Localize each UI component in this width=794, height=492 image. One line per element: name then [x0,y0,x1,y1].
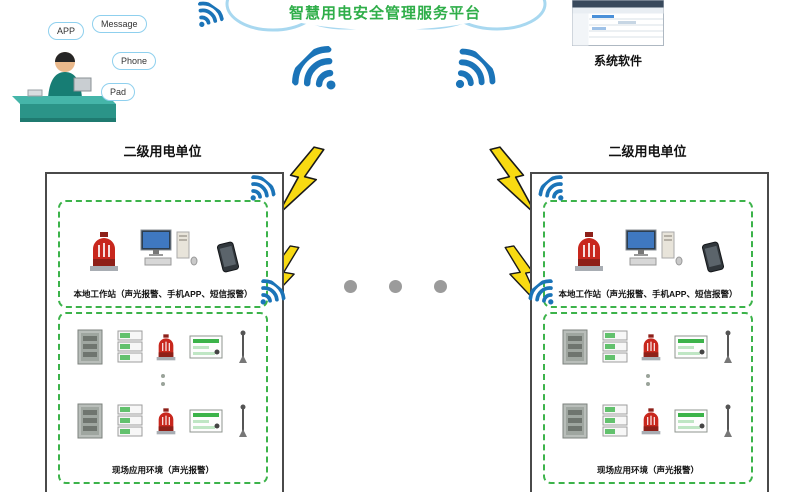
antenna-icon [723,404,732,437]
row-ellipsis [545,372,751,388]
software-screenshot [572,0,664,46]
module-stack-icon [602,404,628,437]
wifi-icon [535,171,575,210]
platform-cloud: 智慧用电安全管理服务平台 [215,0,555,42]
siren-icon [90,232,118,271]
bubble-pad: Pad [101,83,136,101]
lightning-icon [487,141,539,225]
computer-icon [140,229,198,266]
controller-icon [674,409,708,433]
software-label: 系统软件 [593,54,642,68]
secondary-unit: 本地工作站（声光报警、手机APP、短信报警） [528,171,769,492]
siren-icon [156,334,176,361]
device-row [545,396,751,446]
controller-icon [189,335,223,359]
cloud-shape [225,0,547,32]
workstation-icons [60,212,266,273]
bubble-message: Message [92,15,147,33]
controller-icon [674,335,708,359]
controller-icon [189,409,223,433]
field-zone: 现场应用环境（声光报警） [543,312,753,484]
antenna-icon [238,404,247,437]
operator-illustration [8,32,118,132]
device-row [60,322,266,372]
wifi-icon [439,43,501,105]
antenna-icon [723,330,732,363]
phone-icon [216,241,240,273]
workstation-icons [545,212,751,273]
wifi-icon [249,275,289,314]
secondary-unit: 本地工作站（声光报警、手机APP、短信报警） [45,171,286,492]
bubble-app: APP [48,22,85,40]
module-stack-icon [117,404,143,437]
bubble-phone: Phone [112,52,157,70]
field-caption: 现场应用环境（声光报警） [111,465,214,475]
cabinet-icon [562,329,588,365]
platform-title: 智慧用电安全管理服务平台 [288,5,481,22]
row-ellipsis [60,372,266,388]
module-stack-icon [602,330,628,363]
wifi-icon [239,171,279,210]
ellipsis-dots [344,280,447,293]
siren-icon [575,232,603,271]
phone-icon [701,241,725,273]
antenna-icon [238,330,247,363]
cabinet-icon [77,329,103,365]
cabinet-icon [77,403,103,439]
wifi-icon [187,0,226,36]
siren-icon [156,408,176,435]
wifi-icon [286,40,354,108]
device-row [545,322,751,372]
workstation-caption: 本地工作站（声光报警、手机APP、短信报警） [558,289,738,299]
field-caption: 现场应用环境（声光报警） [596,465,699,475]
workstation-zone: 本地工作站（声光报警、手机APP、短信报警） [58,200,268,308]
lightning-icon [275,141,327,225]
workstation-caption: 本地工作站（声光报警、手机APP、短信报警） [73,289,253,299]
unit-label: 二级用电单位 [123,144,202,159]
siren-icon [641,334,661,361]
unit-label: 二级用电单位 [608,144,687,159]
cabinet-icon [562,403,588,439]
device-row [60,396,266,446]
module-stack-icon [117,330,143,363]
field-zone: 现场应用环境（声光报警） [58,312,268,484]
computer-icon [625,229,683,266]
siren-icon [641,408,661,435]
wifi-icon [525,275,565,314]
workstation-zone: 本地工作站（声光报警、手机APP、短信报警） [543,200,753,308]
